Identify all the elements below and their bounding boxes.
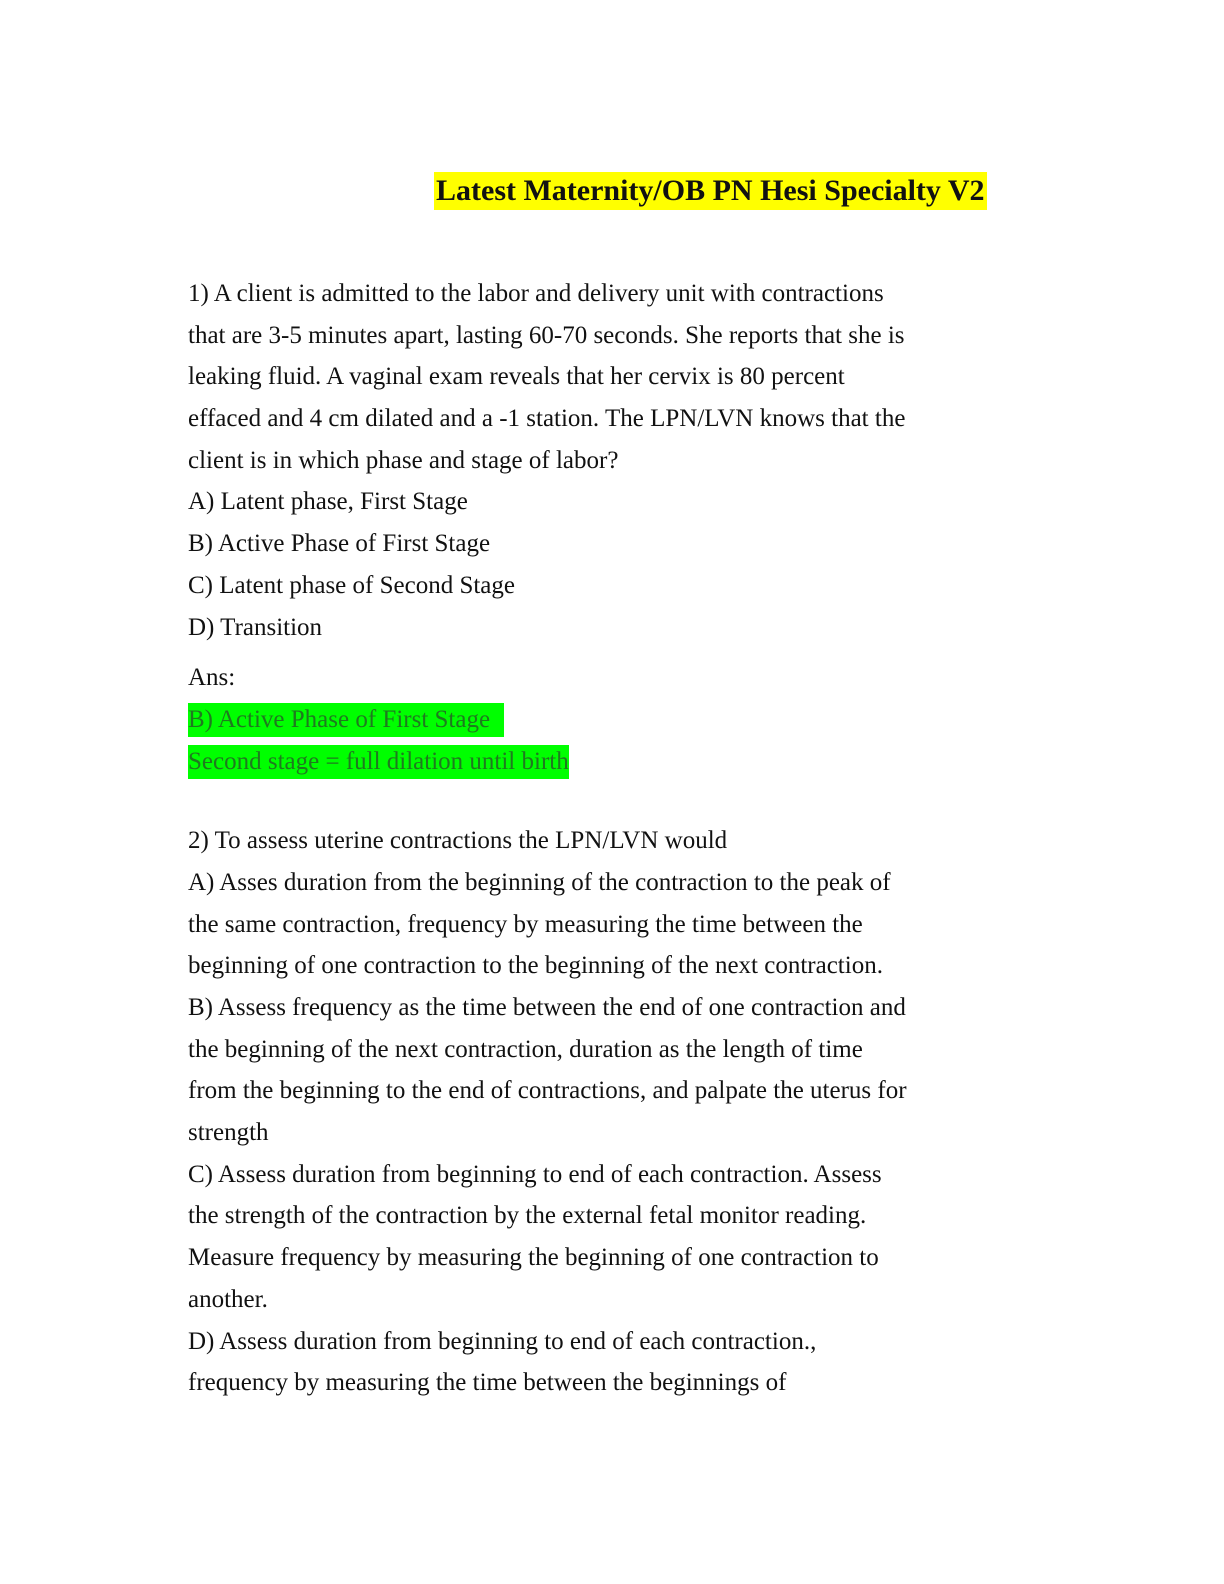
- question-text-line: client is in which phase and stage of la…: [188, 446, 619, 474]
- answer-option: C) Latent phase of Second Stage: [188, 571, 515, 599]
- question-text-line: the same contraction, frequency by measu…: [188, 910, 863, 938]
- question-text-line: 1) A client is admitted to the labor and…: [188, 280, 884, 307]
- question-text-line: C) Assess duration from beginning to end…: [188, 1160, 882, 1188]
- correct-answer-highlight: B) Active Phase of First Stage: [188, 702, 505, 737]
- question-text-line: A) Asses duration from the beginning of …: [188, 868, 891, 896]
- question-1: 1) A client is admitted to the labor and…: [188, 273, 978, 782]
- answer-rationale-highlight: Second stage = full dilation until birth: [188, 744, 569, 779]
- question-text-line: leaking fluid. A vaginal exam reveals th…: [188, 363, 845, 391]
- question-text-line: another.: [188, 1285, 268, 1313]
- question-text-line: the beginning of the next contraction, d…: [188, 1035, 863, 1063]
- question-text-line: that are 3-5 minutes apart, lasting 60-7…: [188, 321, 905, 349]
- answer-line-wrapper: Second stage = full dilation until birth: [188, 741, 978, 783]
- question-2: 2) To assess uterine contractions the LP…: [188, 820, 978, 1404]
- question-text-line: frequency by measuring the time between …: [188, 1369, 787, 1397]
- question-text-line: strength: [188, 1119, 269, 1147]
- answer-option: B) Active Phase of First Stage: [188, 530, 491, 558]
- question-text-line: effaced and 4 cm dilated and a -1 statio…: [188, 405, 906, 433]
- answer-option: D) Transition: [188, 613, 323, 641]
- answer-label: Ans:: [188, 664, 236, 692]
- question-text-line: D) Assess duration from beginning to end…: [188, 1327, 817, 1355]
- question-text-line: beginning of one contraction to the begi…: [188, 952, 883, 980]
- document-title: Latest Maternity/OB PN Hesi Specialty V2: [434, 172, 987, 210]
- question-text-line: the strength of the contraction by the e…: [188, 1202, 867, 1230]
- question-text-line: from the beginning to the end of contrac…: [188, 1077, 907, 1105]
- answer-line-wrapper: B) Active Phase of First Stage: [188, 699, 978, 741]
- question-text-line: Measure frequency by measuring the begin…: [188, 1244, 879, 1272]
- question-text-line: 2) To assess uterine contractions the LP…: [188, 827, 728, 855]
- question-text-line: B) Assess frequency as the time between …: [188, 994, 906, 1021]
- answer-option: A) Latent phase, First Stage: [188, 488, 468, 516]
- document-body: 1) A client is admitted to the labor and…: [188, 273, 978, 1404]
- question-spacer: [188, 782, 978, 820]
